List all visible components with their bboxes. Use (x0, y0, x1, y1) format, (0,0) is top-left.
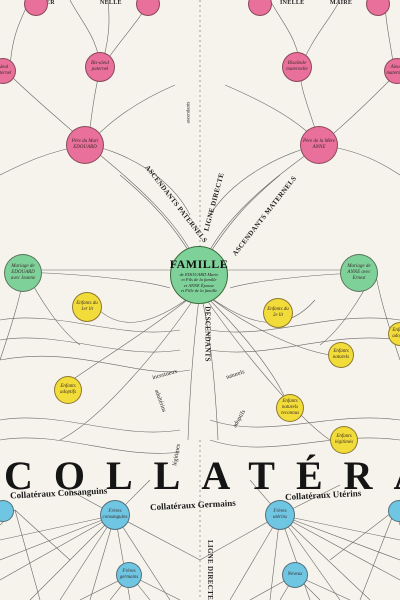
descendant-node: Enfants du 2e lit (263, 298, 293, 328)
family-line: et ANNE Épouse (183, 282, 215, 288)
family-line: de EDOUARD Marie (179, 271, 219, 277)
descendant-node: Enfants adoptifs (54, 376, 82, 404)
marriage-node-right: Mariage de ANNE avec Ernest (340, 254, 378, 292)
descendant-node: Enfants naturels (328, 342, 354, 368)
family-line: et Fils de la famille (181, 277, 217, 282)
descendant-node: Enfants du 1er lit (72, 292, 102, 322)
descendants-label: DESCENDANTS (203, 306, 212, 362)
collateral-node: Frères consanguins (100, 500, 130, 530)
family-line: et Fille de la famille (180, 288, 218, 293)
ascendants-label: ascendants (186, 101, 192, 124)
mother-node: Père de la Mère ANNE (300, 126, 338, 164)
collateral-node: Frères germains (116, 562, 142, 588)
top-label-nelle: NELLE (100, 0, 122, 6)
descendant-node: Enfants naturels reconnus (276, 394, 304, 422)
top-label-maire: MAIRE (330, 0, 353, 6)
ligne-directe-bottom-label: LIGNE DIRECTE (206, 539, 215, 600)
father-node: Père du Mari EDOUARD (66, 126, 104, 164)
family-center-node: FAMILLE de EDOUARD Marie et Fils de la f… (170, 246, 228, 304)
collateraux-title: COLLATÉRAUX (4, 453, 400, 498)
collateral-node: Neveux (282, 562, 308, 588)
top-label-inelle: INELLE (280, 0, 305, 6)
marriage-node-left: Mariage de EDOUARD avec Jeanne (4, 254, 42, 292)
family-title: FAMILLE (169, 256, 229, 271)
ancestor-node: Bisaïeule maternelle (282, 52, 312, 82)
descendant-node: Enfants légitimés (330, 426, 358, 454)
collateral-node: Frères utérins (265, 500, 295, 530)
ancestor-node: Bis-aïeul paternel (85, 52, 115, 82)
